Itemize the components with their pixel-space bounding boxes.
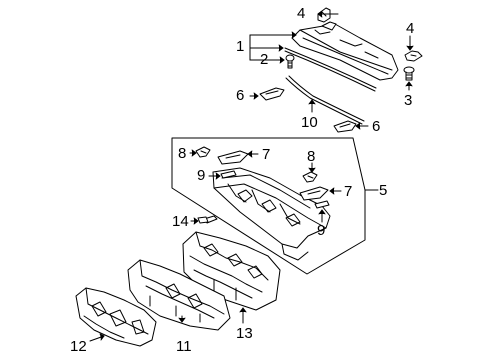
clip-8b	[302, 171, 318, 183]
clip-8a	[195, 146, 211, 158]
callout-4b: 4	[406, 20, 415, 37]
callout-7b: 7	[344, 183, 353, 200]
cowl-top-panel	[291, 21, 399, 81]
dash-insulator-12	[75, 287, 157, 347]
bracket-4b	[404, 50, 423, 62]
callout-1: 1	[236, 38, 245, 55]
bracket-7a	[217, 150, 249, 165]
bolt-3	[403, 66, 415, 81]
callout-10: 10	[301, 114, 318, 131]
assembly-box-5	[171, 137, 366, 275]
callout-3: 3	[404, 92, 413, 109]
callout-6a: 6	[236, 87, 245, 104]
bracket-6b	[333, 120, 357, 133]
callout-7a: 7	[262, 146, 271, 163]
callout-9a: 9	[197, 167, 206, 184]
callout-12: 12	[70, 338, 87, 355]
bracket-4a	[317, 7, 331, 23]
pad-9b	[314, 200, 330, 209]
dash-insulator-11	[127, 259, 231, 331]
bracket-6a	[259, 87, 285, 101]
callout-8a: 8	[178, 145, 187, 162]
callout-9b: 9	[317, 222, 326, 239]
callout-14: 14	[172, 213, 189, 230]
cowl-weatherstrip	[284, 47, 377, 92]
callout-5: 5	[379, 182, 388, 199]
upper-dash-panel	[212, 167, 331, 261]
callout-6b: 6	[372, 118, 381, 135]
pad-9a	[220, 170, 237, 179]
callout-13: 13	[236, 325, 253, 342]
callout-2: 2	[260, 51, 269, 68]
seal-strip-10	[285, 75, 365, 125]
bracket-7b	[299, 186, 329, 201]
leader-lines	[89, 10, 414, 342]
stud-14	[197, 215, 218, 224]
callout-11: 11	[176, 338, 192, 355]
callout-4a: 4	[297, 5, 306, 22]
callout-8b: 8	[307, 148, 316, 165]
cowl-clip-2	[285, 54, 295, 69]
